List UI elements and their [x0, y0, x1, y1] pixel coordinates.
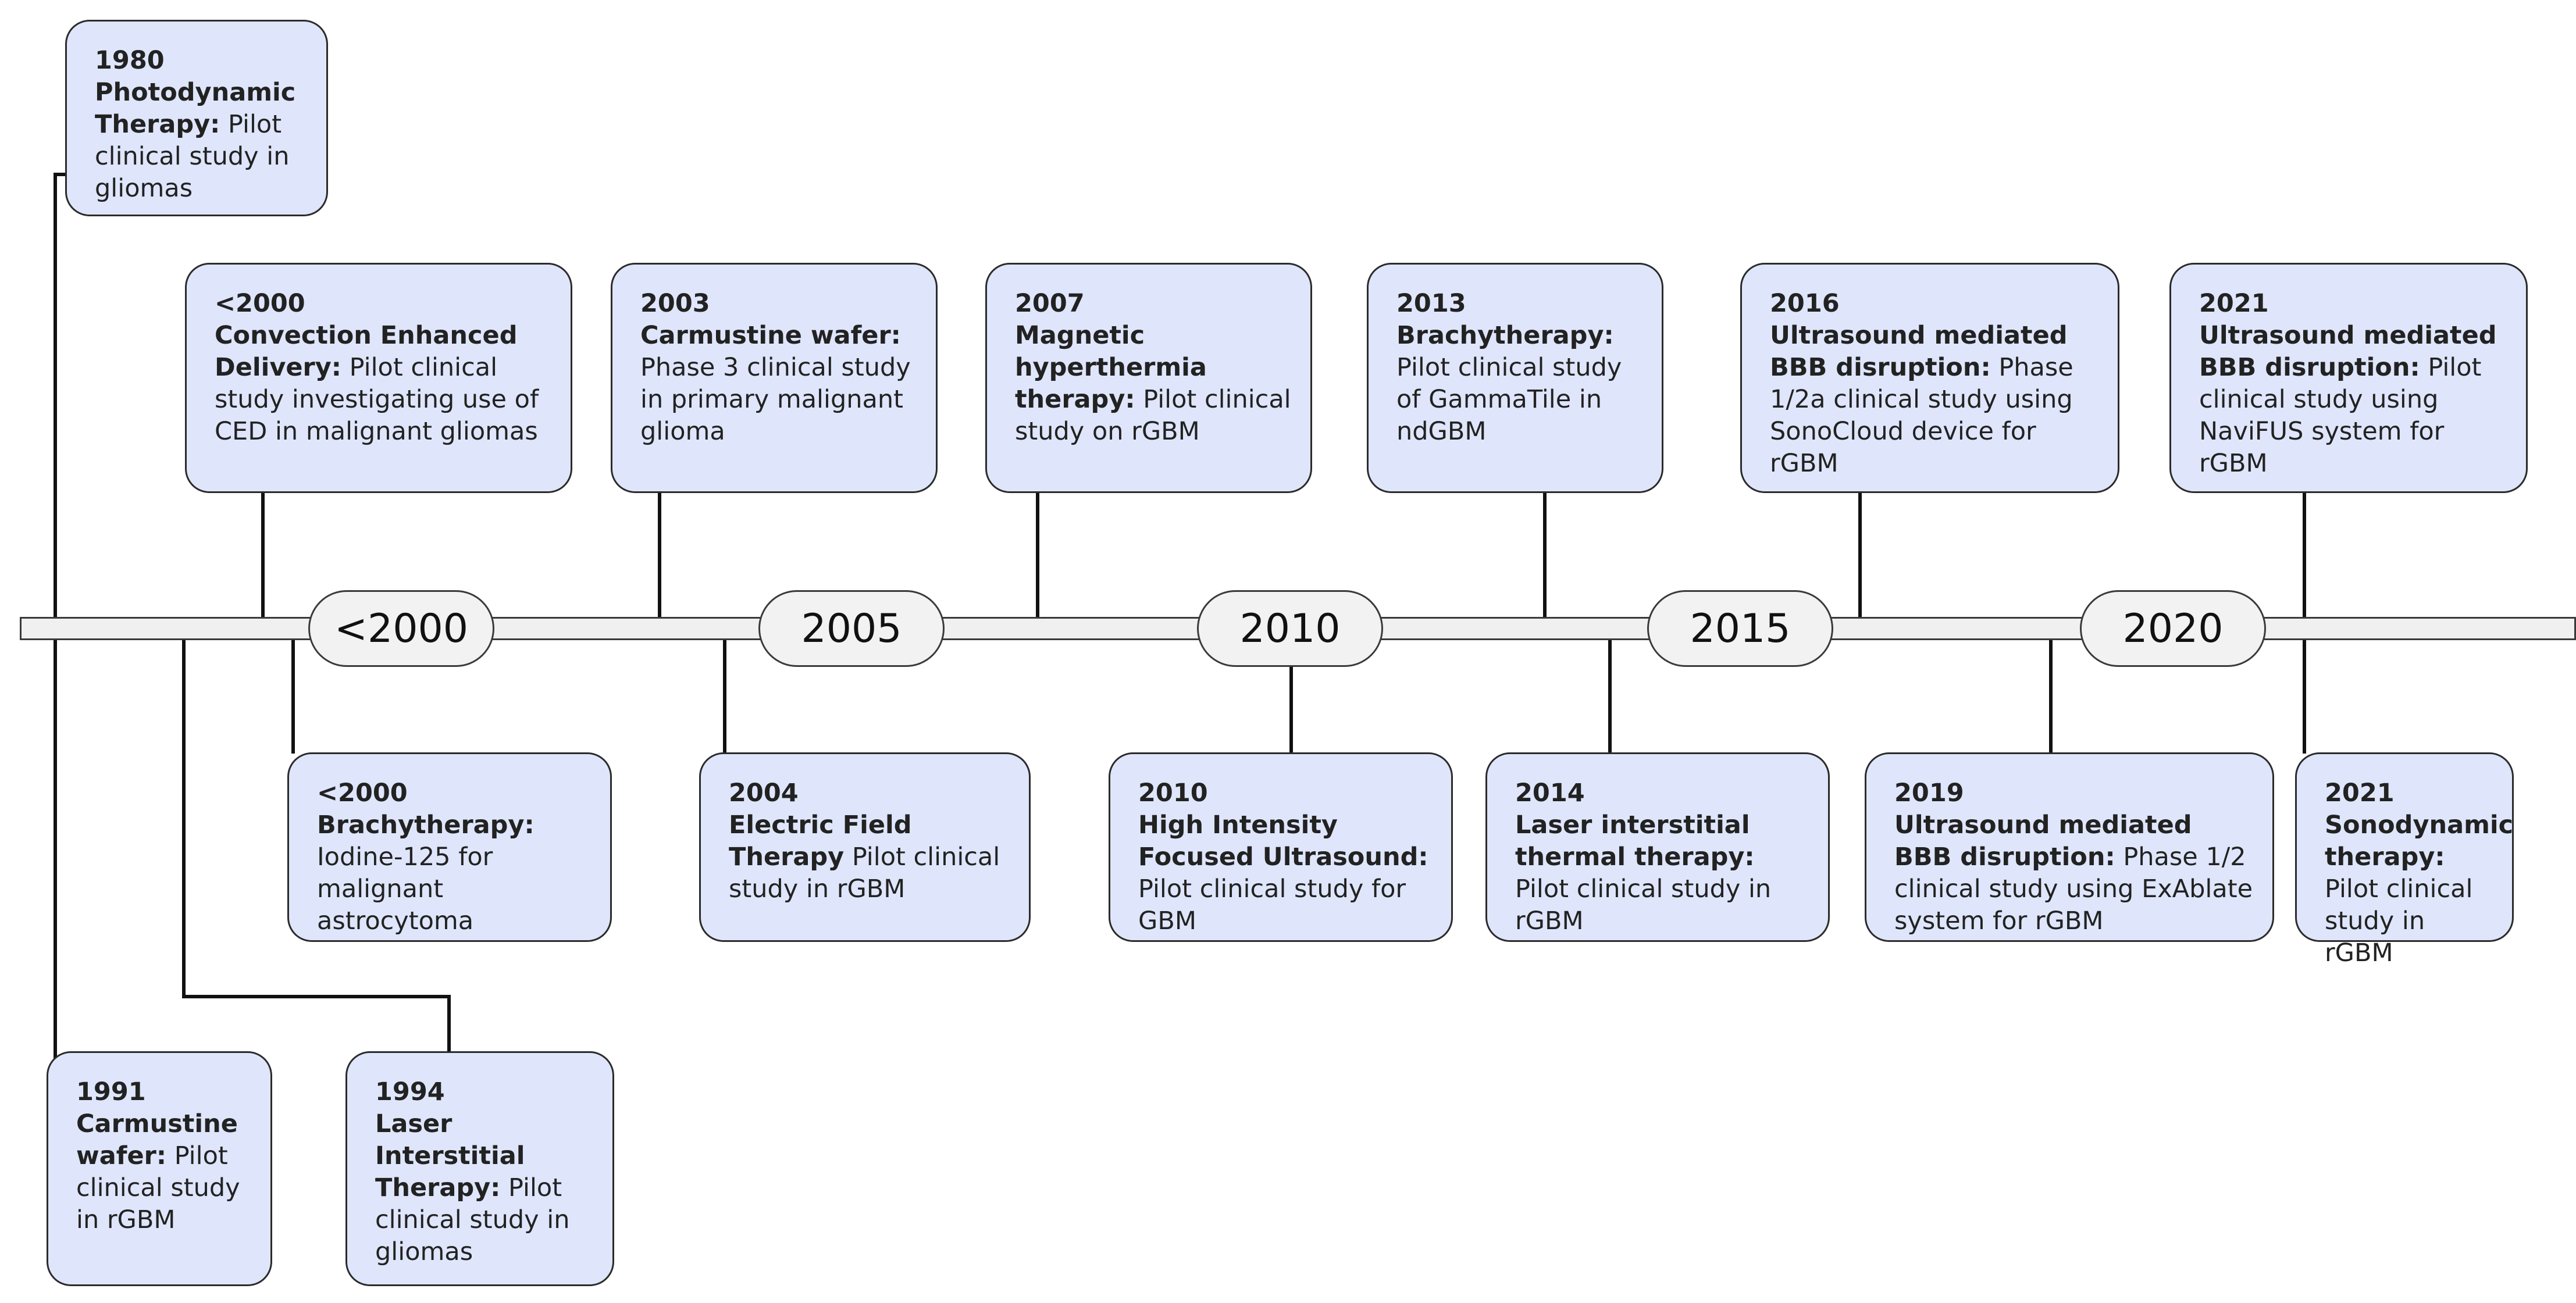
event-year: <2000: [215, 289, 305, 318]
event-year: 2010: [1138, 779, 1208, 808]
event-description: Pilot clinical study on rGBM: [1015, 385, 1291, 446]
event-title: Ultrasound mediated BBB disruption:: [1770, 321, 2068, 382]
event-description: Pilot clinical study in rGBM: [2325, 874, 2473, 968]
event-description: Phase 3 clinical study in primary malign…: [640, 353, 911, 446]
event-year: 2021: [2199, 289, 2269, 318]
event-description: Iodine-125 for malignant astrocytoma: [317, 843, 493, 936]
event-title: Magnetic hyperthermia therapy:: [1015, 321, 1207, 414]
year-marker-2015: 2015: [1647, 590, 1833, 667]
event-year: 1980: [95, 46, 165, 75]
event-title: Convection Enhanced Delivery:: [215, 321, 518, 382]
connector-1980: [54, 173, 65, 1233]
event-year: 2019: [1894, 779, 1964, 808]
event-description: Pilot clinical study in rGBM: [76, 1141, 240, 1234]
year-marker-2000: <2000: [308, 590, 494, 667]
event-year: 2021: [2325, 779, 2395, 808]
event-description: Pilot clinical study using NaviFUS syste…: [2199, 353, 2482, 478]
event-description: Pilot clinical study in gliomas: [375, 1173, 570, 1266]
event-description: Pilot clinical study investigating use o…: [215, 353, 539, 446]
event-title: Sonodynamic therapy:: [2325, 811, 2514, 872]
event-year: 2004: [729, 779, 799, 808]
year-marker-2005: 2005: [758, 590, 945, 667]
connector-1994: [182, 638, 451, 1051]
event-description: Pilot clinical study for GBM: [1138, 874, 1406, 936]
event-title: Laser interstitial thermal therapy:: [1515, 811, 1755, 872]
event-title: Ultrasound mediated BBB disruption:: [2199, 321, 2497, 382]
event-title: Brachytherapy:: [317, 811, 535, 840]
event-year: 2013: [1396, 289, 1466, 318]
event-year: 2007: [1015, 289, 1085, 318]
event-description: Phase 1/2a clinical study using SonoClou…: [1770, 353, 2073, 478]
event-year: 2014: [1515, 779, 1585, 808]
year-marker-2020: 2020: [2080, 590, 2266, 667]
event-title: High Intensity Focused Ultrasound:: [1138, 811, 1428, 872]
event-title: Ultrasound mediated BBB disruption:: [1894, 811, 2192, 872]
event-year: 1991: [76, 1077, 146, 1106]
event-title: Brachytherapy:: [1396, 321, 1614, 350]
event-year: 2016: [1770, 289, 1840, 318]
event-description: Phase 1/2 clinical study using ExAblate …: [1894, 843, 2253, 936]
year-marker-2010: 2010: [1197, 590, 1383, 667]
event-title: Laser Interstitial Therapy:: [375, 1109, 525, 1202]
event-title: Carmustine wafer:: [640, 321, 901, 350]
event-description: Pilot clinical study in gliomas: [95, 110, 290, 203]
event-description: Pilot clinical study of GammaTile in ndG…: [1396, 353, 1622, 446]
event-year: <2000: [317, 779, 408, 808]
event-year: 1994: [375, 1077, 445, 1106]
event-description: Pilot clinical study in rGBM: [729, 843, 1000, 904]
event-description: Pilot clinical study in rGBM: [1515, 874, 1772, 936]
event-title: Electric Field Therapy: [729, 811, 912, 872]
event-year: 2003: [640, 289, 710, 318]
event-title: Carmustine wafer:: [76, 1109, 238, 1170]
event-title: Photodynamic Therapy:: [95, 78, 296, 139]
